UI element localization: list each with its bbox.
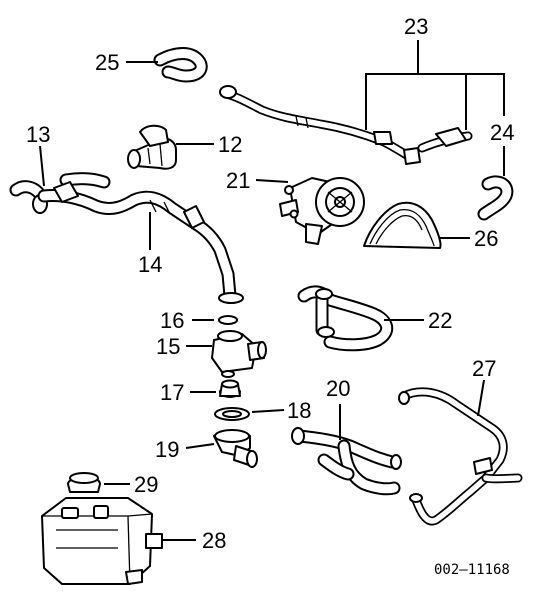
callout-20: 20 (326, 376, 350, 401)
callout-22: 22 (428, 308, 452, 333)
callout-24: 24 (490, 120, 514, 145)
part-26-belt (363, 201, 442, 249)
callout-13: 13 (26, 122, 50, 147)
part-25-hose (153, 47, 208, 83)
part-28-reservoir (41, 497, 163, 585)
callout-29: 29 (134, 472, 158, 497)
callout-14: 14 (138, 252, 162, 277)
callout-23: 23 (404, 14, 428, 39)
callout-27: 27 (472, 356, 496, 381)
part-21-water-pump (279, 177, 365, 245)
callout-15: 15 (156, 334, 180, 359)
callout-17: 17 (160, 380, 184, 405)
part-29-cap (67, 472, 101, 493)
part-19-outlet-fitting (213, 429, 258, 468)
callout-12: 12 (218, 132, 242, 157)
part-15-thermostat-housing (211, 330, 267, 378)
part-23-pipe-assembly (219, 85, 473, 165)
part-12-elbow-fitting (127, 124, 177, 170)
part-20-branched-hose (291, 427, 402, 496)
part-27-bent-pipe (398, 387, 523, 526)
part-22-molded-hose (297, 285, 394, 352)
callout-25: 25 (95, 50, 119, 75)
callout-19: 19 (155, 437, 179, 462)
callout-28: 28 (202, 528, 226, 553)
leader-lines (39, 40, 505, 541)
part-16-o-ring (218, 315, 238, 325)
callout-26: 26 (474, 226, 498, 251)
part-18-gasket (214, 407, 250, 421)
reference-code: 002–11168 (434, 562, 510, 578)
callout-21: 21 (226, 168, 250, 193)
callout-18: 18 (287, 398, 311, 423)
part-17-thermostat (219, 379, 241, 398)
callout-16: 16 (160, 308, 184, 333)
part-14-coolant-pipe (37, 181, 244, 304)
part-24-hose (477, 175, 514, 221)
